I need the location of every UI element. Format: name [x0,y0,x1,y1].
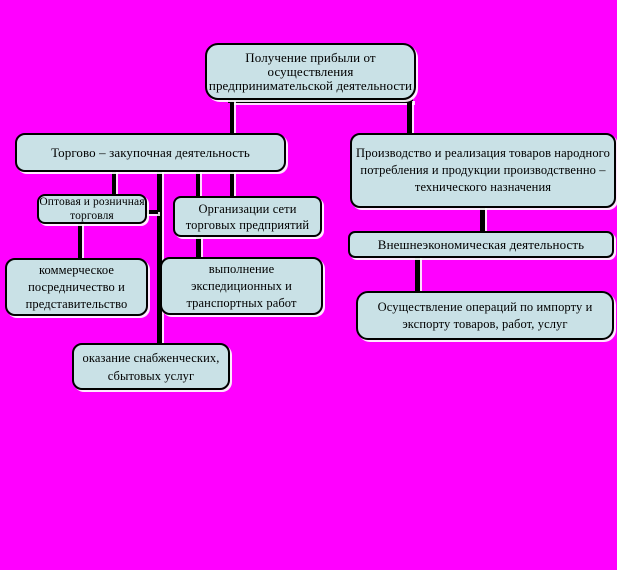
node-forwarding-transport-label: выполнение экспедиционных и транспортных… [186,261,297,310]
node-import-export: Осуществление операций по импорту и эксп… [356,291,614,340]
connector-wholesale-to-commercial [78,221,82,260]
node-profit-root-label: Получение прибыли от осуществления предп… [208,50,413,93]
node-foreign-economic: Внешнеэкономическая деятельность [348,231,614,258]
node-commercial-mediation: коммерческое посредничество и представит… [5,258,148,316]
node-import-export-label: Осуществление операций по импорту и эксп… [377,299,593,331]
node-trade-network: Организации сети торговых предприятий [173,196,322,237]
connector-trade-to-supply [157,170,162,345]
node-supply-sales-services-label: оказание снабженческих, сбытовых услуг [82,350,220,383]
node-production-sales-label: Производство и реализация товаров народн… [356,146,610,194]
node-commercial-mediation-label: коммерческое посредничество и представит… [25,262,128,311]
connector-foreign-to-importexport [415,256,420,293]
connector-network-to-forwarding [196,235,201,259]
node-trade-network-label: Организации сети торговых предприятий [185,201,310,232]
node-production-sales: Производство и реализация товаров народн… [350,133,616,208]
node-supply-sales-services: оказание снабженческих, сбытовых услуг [72,343,230,390]
connector-trade-to-network-left [196,170,200,198]
connector-root-to-production [407,99,412,135]
node-wholesale-retail: Оптовая и розничная торговля [37,194,147,224]
node-profit-root: Получение прибыли от осуществления предп… [205,43,416,100]
node-trade-purchasing-label: Торгово – закупочная деятельность [51,145,250,160]
connector-production-to-foreign [480,206,485,233]
node-trade-purchasing: Торгово – закупочная деятельность [15,133,286,172]
node-wholesale-retail-label: Оптовая и розничная торговля [39,196,145,222]
node-forwarding-transport: выполнение экспедиционных и транспортных… [160,257,323,315]
connector-root-to-trade [230,99,234,135]
connector-root-horizontal [228,99,413,103]
connector-trade-to-wholesale [112,170,116,196]
connector-trade-to-network-right [230,170,234,198]
connector-wholesale-stub [145,210,158,214]
node-foreign-economic-label: Внешнеэкономическая деятельность [377,237,585,252]
